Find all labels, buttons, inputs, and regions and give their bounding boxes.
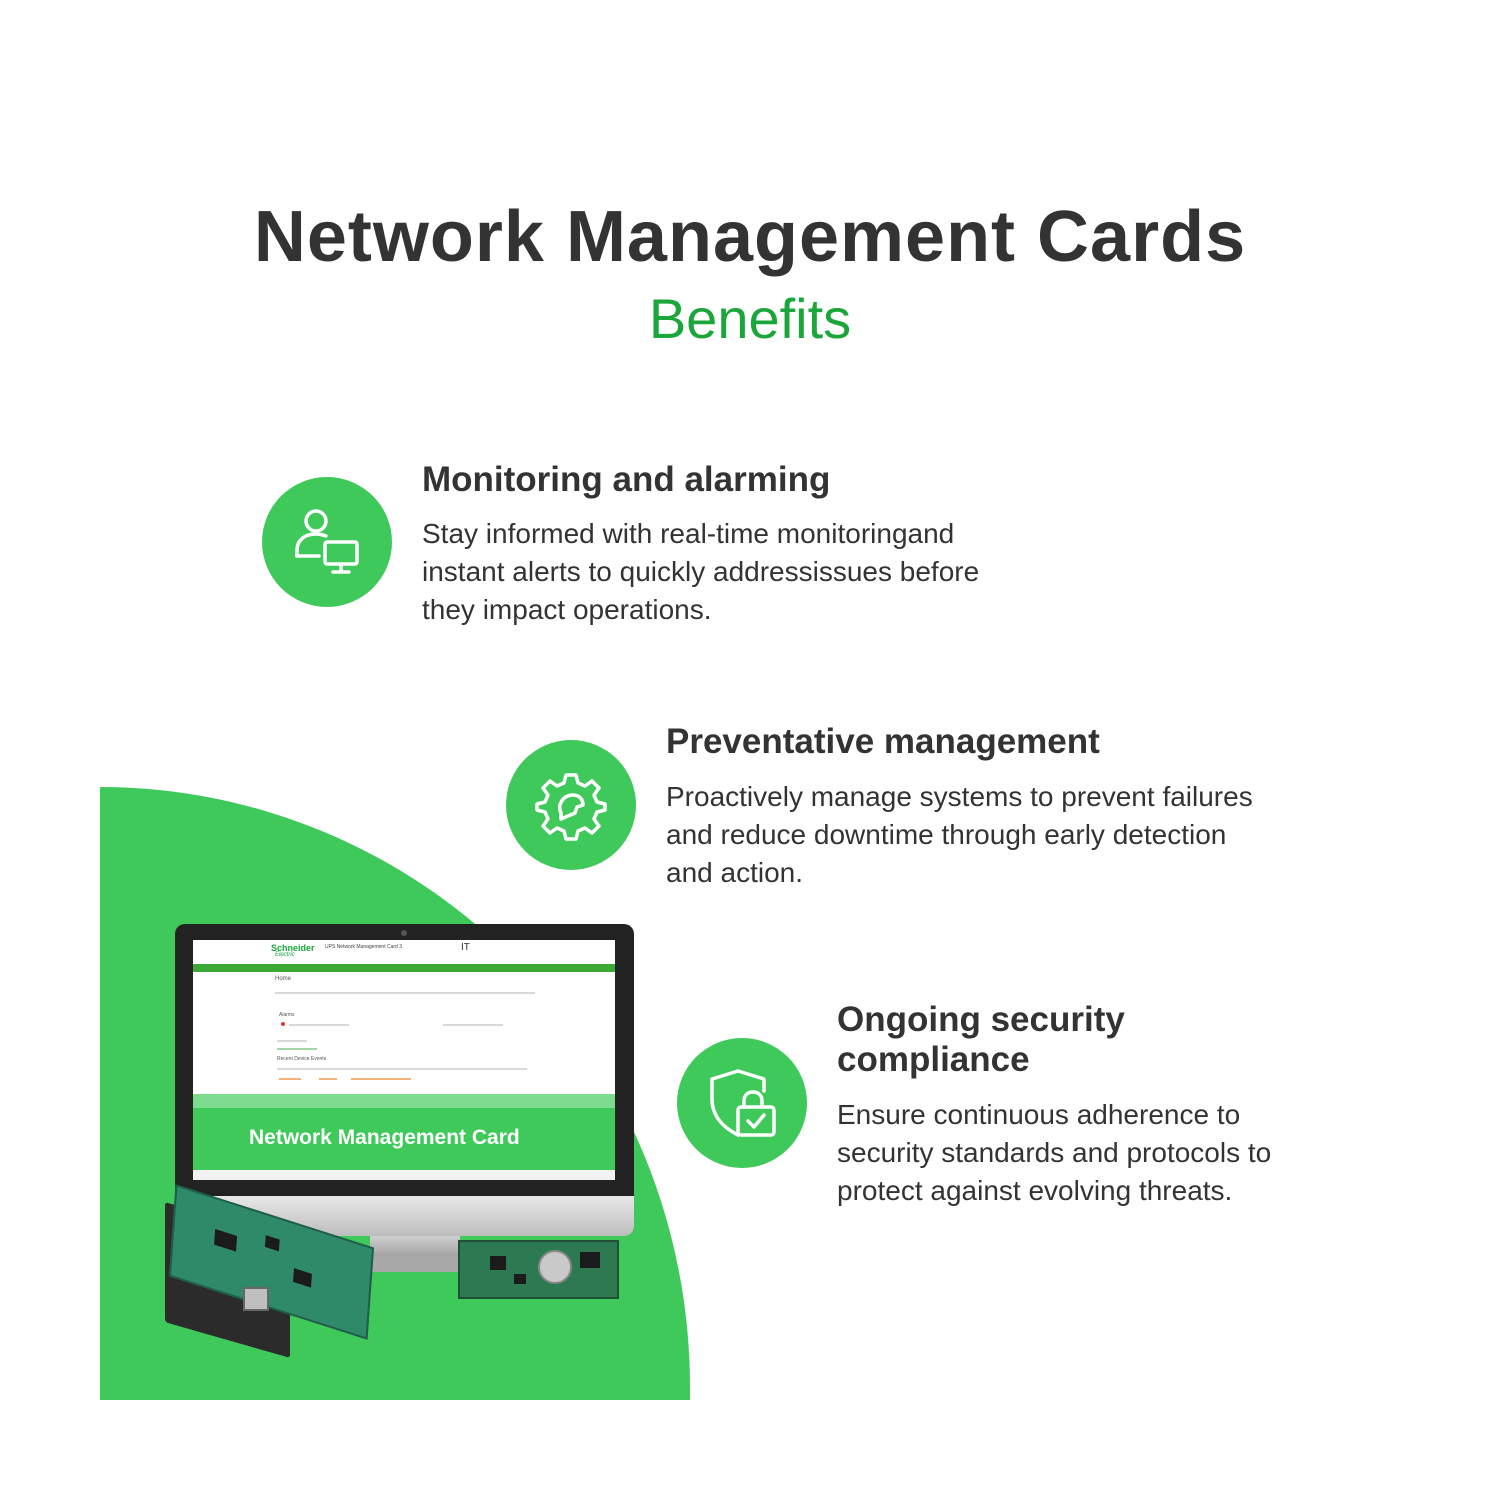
benefit-text-line: Proactively manage systems to prevent fa… xyxy=(666,781,1253,812)
screen-table-header xyxy=(277,1068,527,1070)
screen-event-row xyxy=(319,1078,337,1080)
benefit-text-line: Ensure continuous adherence to xyxy=(837,1099,1241,1130)
chip xyxy=(580,1252,600,1268)
benefit-text-line: Stay informed with real-time monitoringa… xyxy=(422,518,955,549)
page-title: Network Management Cards xyxy=(253,197,1247,277)
brand-logo: Schneider xyxy=(271,943,315,953)
chip xyxy=(214,1228,238,1252)
screen-recent-events-label: Recent Device Events xyxy=(277,1056,327,1062)
screen-text-placeholder xyxy=(277,1040,307,1042)
screen-label-band xyxy=(193,1108,615,1170)
benefit-title-security: Ongoing security compliance xyxy=(837,1000,1125,1080)
benefit-text-preventative: Proactively manage systems to prevent fa… xyxy=(666,778,1346,892)
chip xyxy=(514,1274,526,1284)
screen-alarms-label: Alarms xyxy=(279,1012,295,1018)
camera-dot xyxy=(401,930,407,936)
shield-lock-check-icon xyxy=(677,1038,807,1168)
chip xyxy=(293,1268,312,1288)
screen-app-title: UPS Network Management Card 3 xyxy=(325,944,402,950)
brand-logo-sub: Electric xyxy=(275,952,295,958)
gear-wrench-icon xyxy=(506,740,636,870)
screen-text-placeholder xyxy=(277,1048,317,1050)
benefit-text-line: protect against evolving threats. xyxy=(837,1175,1233,1206)
screen-topbar: Schneider Electric UPS Network Managemen… xyxy=(193,940,615,964)
monitor: Schneider Electric UPS Network Managemen… xyxy=(175,924,634,1196)
page-subtitle: Benefits xyxy=(648,287,852,350)
ethernet-port-icon xyxy=(243,1287,269,1311)
screen-overlay-label: Network Management Card xyxy=(249,1126,520,1149)
screen-text-placeholder xyxy=(443,1024,503,1026)
benefit-text-line: security standards and protocols to xyxy=(837,1137,1272,1168)
monitor-stand xyxy=(370,1236,460,1258)
screen-event-row xyxy=(351,1078,411,1080)
benefit-text-line: instant alerts to quickly addressissues … xyxy=(422,556,980,587)
benefit-text-security: Ensure continuous adherence to security … xyxy=(837,1096,1397,1210)
screen-product-label: IT xyxy=(461,942,470,953)
alarm-critical-icon xyxy=(281,1022,285,1026)
coin-battery xyxy=(538,1250,572,1284)
screen-event-row xyxy=(279,1078,301,1080)
benefit-text-monitoring: Stay informed with real-time monitoringa… xyxy=(422,515,1062,629)
screen-text-placeholder xyxy=(289,1024,349,1026)
benefit-text-line: they impact operations. xyxy=(422,594,712,625)
benefit-text-line: and reduce downtime through early detect… xyxy=(666,819,1227,850)
chip xyxy=(490,1256,506,1270)
benefit-title-line: Ongoing security xyxy=(837,1000,1125,1039)
chip xyxy=(264,1235,280,1252)
user-monitor-icon xyxy=(262,477,392,607)
screen-bottom-strip xyxy=(193,1170,615,1180)
benefit-title-line: compliance xyxy=(837,1040,1030,1079)
benefit-title-monitoring: Monitoring and alarming xyxy=(422,460,831,499)
benefit-text-line: and action. xyxy=(666,857,803,888)
screen-band-light xyxy=(193,1094,615,1108)
benefit-title-preventative: Preventative management xyxy=(666,722,1100,761)
monitor-screen: Schneider Electric UPS Network Managemen… xyxy=(193,940,615,1180)
screen-divider xyxy=(275,992,535,994)
screen-nav-bar xyxy=(193,964,615,972)
screen-page-heading: Home xyxy=(275,976,292,982)
